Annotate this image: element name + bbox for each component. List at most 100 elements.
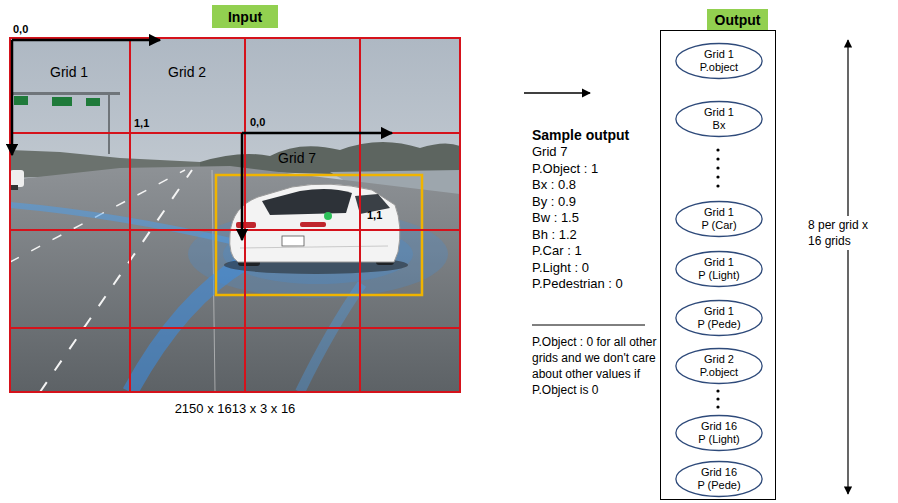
output-oval: Grid 1P (Car)	[675, 200, 763, 238]
separator-rule	[532, 325, 645, 326]
illustration-part	[10, 170, 24, 187]
illustration-part	[240, 246, 388, 248]
oval-text: Grid 1P (Pede)	[697, 305, 740, 331]
oval-label: Grid 16	[701, 466, 737, 479]
axis-origin: 0,0	[13, 23, 28, 35]
oval-text: Grid 1P.object	[700, 48, 738, 74]
illustration-part	[230, 184, 400, 262]
oval-label: P (Pede)	[697, 318, 740, 331]
sample-value: P.Light : 0	[532, 260, 589, 275]
illustration-part	[10, 132, 460, 134]
illustration-part	[52, 97, 72, 106]
oval-shape	[676, 416, 762, 451]
oval-label: P (Light)	[698, 269, 739, 282]
oval-shape	[676, 349, 762, 384]
illustration-part	[10, 166, 460, 392]
oval-label: P (Light)	[698, 433, 739, 446]
oval-text: Grid 1P (Light)	[698, 256, 739, 282]
oval-label: P (Pede)	[697, 479, 740, 492]
illustration-part	[716, 175, 719, 178]
illustration-part	[716, 397, 719, 400]
illustration-part	[11, 40, 14, 155]
coordinate-axes	[12, 40, 392, 240]
illustration-part	[300, 222, 326, 227]
illustration-part	[716, 157, 719, 160]
output-oval: Grid 1P (Pede)	[675, 299, 763, 337]
oval-text: Grid 16P (Pede)	[697, 466, 740, 492]
sample-value: P.Pedestrian : 0	[532, 276, 623, 291]
oval-label: Grid 16	[701, 420, 737, 433]
output-oval: Grid 2P.object	[675, 347, 763, 385]
axis-corner: 1,1	[134, 117, 149, 129]
input-dimensions: 2150 x 1613 x 3 x 16	[175, 401, 296, 416]
illustration-part	[716, 389, 719, 392]
output-oval: Grid 1P.object	[675, 42, 763, 80]
oval-label: Grid 1	[704, 48, 734, 61]
oval-shape	[676, 202, 762, 237]
illustration-part	[716, 148, 719, 151]
oval-shape	[676, 102, 762, 137]
oval-label: Grid 1	[704, 256, 734, 269]
flow-arrow	[524, 92, 590, 93]
illustration-part	[262, 189, 352, 215]
illustration-part	[10, 38, 460, 392]
oval-label: P (Car)	[701, 219, 736, 232]
sample-value: By : 0.9	[532, 194, 576, 209]
grid-label: Grid 2	[168, 64, 206, 80]
oval-shape	[676, 462, 762, 497]
grid-label: Grid 7	[278, 150, 316, 166]
header-tag: Input	[212, 5, 278, 28]
oval-label: P.object	[700, 61, 738, 74]
illustration-part	[324, 212, 332, 220]
illustration-part	[282, 236, 304, 246]
size-arrow	[847, 40, 848, 494]
road-photo	[10, 38, 460, 392]
oval-label: Grid 2	[704, 353, 734, 366]
output-oval: Grid 1P (Light)	[675, 250, 763, 288]
header-tag: Output	[707, 9, 768, 30]
note-text: P.Object : 0 for all other grids and we …	[532, 334, 657, 398]
illustration-part	[359, 38, 361, 392]
oval-text: Grid 1P (Car)	[701, 206, 736, 232]
grid-lines	[10, 38, 460, 392]
illustration-part	[86, 98, 100, 106]
illustration-part	[129, 38, 131, 392]
illustration-part	[716, 405, 719, 408]
oval-shape	[676, 301, 762, 336]
oval-shape	[676, 44, 762, 79]
sample-value: Bx : 0.8	[532, 177, 576, 192]
illustration-part	[242, 132, 392, 135]
illustration-part	[300, 284, 362, 392]
sample-value: P.Car : 1	[532, 243, 582, 258]
illustration-part	[14, 96, 28, 105]
illustration-part	[40, 170, 192, 392]
output-vector-panel: OutputGrid 1P.objectGrid 1BxGrid 1P (Car…	[660, 30, 776, 500]
sample-value: P.Object : 1	[532, 161, 598, 176]
oval-text: Grid 16P (Light)	[698, 420, 739, 446]
illustration-part	[10, 185, 18, 190]
tag-text: Output	[715, 12, 761, 28]
illustration-part	[10, 38, 460, 392]
oval-label: Grid 1	[704, 305, 734, 318]
illustration-part	[716, 166, 719, 169]
oval-label: Bx	[713, 119, 726, 132]
illustration-part	[10, 205, 235, 242]
oval-text: Grid 1Bx	[704, 106, 734, 132]
illustration-part	[10, 327, 460, 329]
illustration-part	[108, 92, 110, 154]
sample-value: Bh : 1.2	[532, 227, 577, 242]
sample-value: Grid 7	[532, 144, 567, 159]
illustration-part	[244, 38, 246, 392]
oval-label: Grid 1	[704, 206, 734, 219]
oval-label: P.object	[700, 366, 738, 379]
illustration-part	[716, 184, 719, 187]
illustration-part	[216, 175, 422, 295]
illustration-part	[12, 39, 160, 42]
illustration-part	[10, 229, 460, 231]
output-oval: Grid 16P (Light)	[675, 414, 763, 452]
axis-origin: 0,0	[250, 116, 265, 128]
oval-text: Grid 2P.object	[700, 353, 738, 379]
illustration-part	[241, 133, 244, 240]
